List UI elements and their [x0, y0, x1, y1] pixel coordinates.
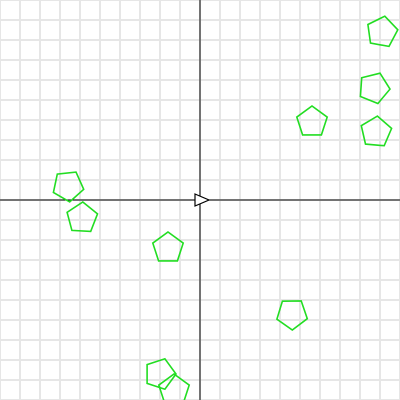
- triangle-ship-icon: [194, 193, 211, 207]
- asteroid: [275, 300, 309, 331]
- player: [194, 193, 211, 207]
- asteroid: [295, 105, 329, 136]
- asteroid: [146, 357, 177, 391]
- asteroid: [52, 171, 85, 203]
- asteroid: [157, 373, 191, 400]
- asteroid-field: [52, 15, 399, 400]
- asteroid: [367, 15, 399, 48]
- asteroid: [66, 201, 99, 233]
- asteroid: [151, 231, 185, 262]
- asteroid: [360, 115, 393, 147]
- asteroid: [359, 72, 391, 105]
